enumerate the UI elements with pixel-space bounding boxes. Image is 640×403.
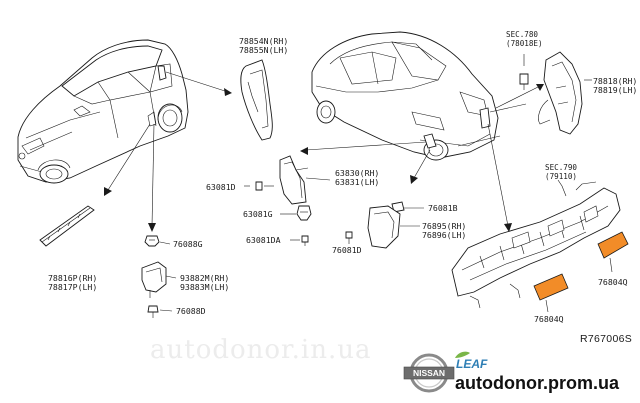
label-63081da: 63081DA	[246, 235, 281, 245]
reference-code: R767006S	[580, 333, 632, 345]
label-76896: 76896(LH)	[422, 230, 466, 240]
part-63081g-clip	[280, 205, 312, 221]
label-78817p: 78817P(LH)	[48, 282, 97, 292]
label-76081d: 76081D	[332, 245, 362, 255]
label-76804q-right: 76804Q	[598, 277, 628, 287]
part-63081da-screw	[290, 235, 309, 246]
nissan-logo-text: NISSAN	[413, 368, 445, 378]
part-78818-rear-bracket	[538, 51, 583, 135]
part-76804q-right-pad	[597, 231, 629, 273]
label-sec780-sub: (78018E)	[506, 39, 543, 48]
part-93882m-bracket	[141, 261, 177, 298]
part-63081d-screw	[244, 181, 263, 191]
part-78854n-quarter-finisher	[240, 59, 273, 141]
part-76804q-bottom-pad	[533, 273, 569, 313]
label-78818: 78818(RH)	[593, 76, 637, 86]
label-sec790: SEC.790	[545, 163, 577, 172]
footer-website: autodonor.prom.ua	[455, 373, 620, 393]
label-63081d: 63081D	[206, 182, 236, 192]
part-76088g-clip	[144, 235, 171, 247]
label-76081b: 76081B	[428, 203, 458, 213]
front-car-illustration	[17, 39, 189, 184]
part-76081d-screw	[345, 231, 353, 244]
label-76895: 76895(RH)	[422, 221, 466, 231]
leader-lines-middle	[300, 84, 544, 232]
label-sec780: SEC.780	[506, 30, 538, 39]
part-63830-mudguard	[264, 155, 331, 205]
part-sec790-rear-floor	[451, 179, 621, 309]
rear-car-illustration	[311, 31, 499, 161]
label-sec790-sub: (79110)	[545, 172, 577, 181]
part-78816p-sill-garnish	[39, 205, 95, 247]
leaf-logo: LEAF	[455, 351, 488, 371]
label-78855n: 78855N(LH)	[239, 45, 288, 55]
part-76895-splash-guard	[367, 205, 420, 249]
label-93882m: 93882M(RH)	[180, 273, 229, 283]
watermark-text: autodonor.in.ua	[150, 335, 371, 365]
label-78854n: 78854N(RH)	[239, 36, 288, 46]
part-76081b-clip	[391, 201, 424, 213]
part-76088d-screw	[147, 305, 173, 318]
part-sec780-screw	[519, 54, 529, 90]
label-76088g: 76088G	[173, 239, 203, 249]
label-76804q-bottom: 76804Q	[534, 314, 564, 324]
label-63830: 63830(RH)	[335, 168, 379, 178]
label-93883m: 93883M(LH)	[180, 282, 229, 292]
label-63831: 63831(LH)	[335, 177, 379, 187]
label-78819: 78819(LH)	[593, 85, 637, 95]
label-76088d: 76088D	[176, 306, 206, 316]
label-78816p: 78816P(RH)	[48, 273, 97, 283]
nissan-logo: NISSAN	[403, 353, 455, 393]
leaf-logo-text: LEAF	[456, 357, 488, 371]
leader-lines-left	[104, 71, 232, 232]
label-63081g: 63081G	[243, 209, 273, 219]
